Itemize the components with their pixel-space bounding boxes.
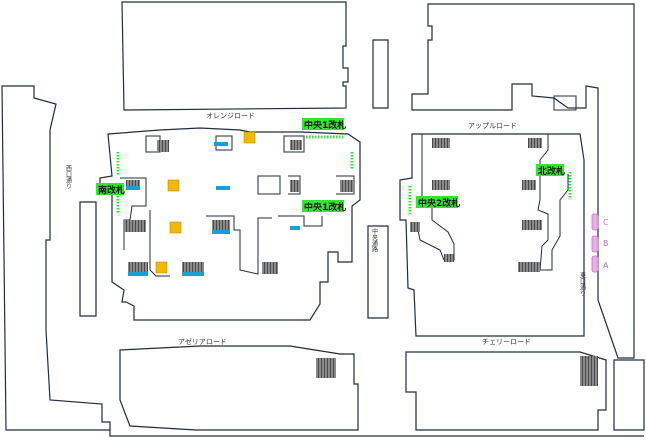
room-outline-8: [278, 215, 323, 227]
block-bottom-edge: [109, 430, 644, 437]
elevator-group: [155, 131, 256, 274]
room-outline-5: [257, 175, 281, 195]
elevator-icon: [243, 131, 256, 144]
gate-label-central2: 中央2改札: [418, 197, 460, 209]
escalator-icon: [128, 272, 148, 276]
room-outline-10: [283, 135, 305, 153]
escalator-icon: [290, 226, 300, 230]
gate-label-bg: [416, 196, 458, 208]
room-outline-7: [206, 215, 272, 275]
stairs-icon: [157, 140, 169, 152]
bus-stop-label-a: A: [603, 261, 609, 270]
stairs-group: [124, 138, 598, 386]
elevator-icon: [155, 261, 168, 274]
gate-label-bg: [302, 200, 344, 212]
elevator-icon: [167, 179, 180, 192]
gate-label-bg: [302, 118, 344, 130]
vertical-label-west: 西口通り: [65, 165, 72, 189]
escalator-group: [126, 142, 300, 276]
escalator-icon: [182, 272, 204, 276]
gate-label-central1-top: 中央1改札: [304, 119, 346, 131]
road-label-azalea: アゼリアロード: [178, 337, 227, 346]
stairs-icon: [290, 180, 300, 192]
block-tower: [372, 39, 389, 109]
block-south-west: [119, 345, 359, 431]
stairs-icon: [432, 180, 450, 190]
stairs-icon: [432, 138, 450, 148]
bus-stop-label-b: B: [603, 239, 609, 248]
bus-stop-group: C B A: [591, 213, 609, 273]
bus-stop-icon[interactable]: [591, 255, 599, 273]
block-station-east: [399, 133, 585, 337]
road-label-apple: アップルロード: [468, 122, 517, 130]
gate-label-bg: [536, 164, 564, 176]
vertical-label-east: 東口通り: [579, 271, 586, 296]
escalator-icon: [214, 142, 228, 146]
block-far-south-east: [613, 359, 645, 431]
gate-label-south: 南改札: [98, 184, 125, 196]
block-west-strip: [79, 201, 97, 317]
block-station-main: [99, 127, 361, 321]
stairs-icon: [182, 262, 204, 272]
block-south-east: [405, 351, 607, 431]
stairs-icon: [522, 220, 542, 230]
elevator-icon: [169, 221, 182, 234]
escalator-icon: [126, 186, 140, 190]
bus-stop-icon[interactable]: [591, 213, 599, 231]
gate-bars: [116, 135, 572, 214]
stairs-icon: [212, 220, 230, 230]
stairs-icon: [126, 180, 140, 190]
stairs-icon: [528, 138, 542, 148]
stairs-icon: [316, 358, 336, 378]
vertical-label-center: 中央通路: [371, 227, 378, 253]
bus-stop-icon[interactable]: [591, 235, 599, 253]
bus-stop-label-c: C: [603, 218, 609, 227]
road-label-orange: オレンジロード: [206, 112, 255, 120]
room-outline-13: [553, 95, 577, 111]
gate-label-central1-bottom: 中央1改札: [304, 201, 346, 213]
escalator-icon: [216, 186, 230, 190]
stairs-icon: [444, 254, 454, 262]
block-west: [1, 85, 111, 431]
stairs-icon: [518, 262, 540, 272]
gate-label-bgs: [96, 118, 564, 212]
stairs-icon: [262, 262, 278, 274]
stairs-icon: [410, 222, 420, 232]
block-north-west: [121, 1, 349, 111]
block-north-east: [411, 3, 635, 359]
block-center-strip: [367, 225, 389, 319]
stairs-icon: [580, 356, 598, 386]
stairs-icon: [290, 140, 302, 150]
stairs-icon: [340, 180, 354, 192]
gate-label-bg: [96, 183, 124, 195]
road-label-cherry: チェリーロード: [482, 338, 531, 346]
stairs-icon: [124, 220, 146, 232]
gate-label-north: 北改札: [538, 165, 565, 177]
escalator-icon: [212, 230, 230, 234]
room-outline-2: [149, 210, 170, 277]
stairs-icon: [522, 180, 536, 190]
stairs-icon: [128, 262, 148, 274]
room-outline-12: [537, 134, 569, 271]
